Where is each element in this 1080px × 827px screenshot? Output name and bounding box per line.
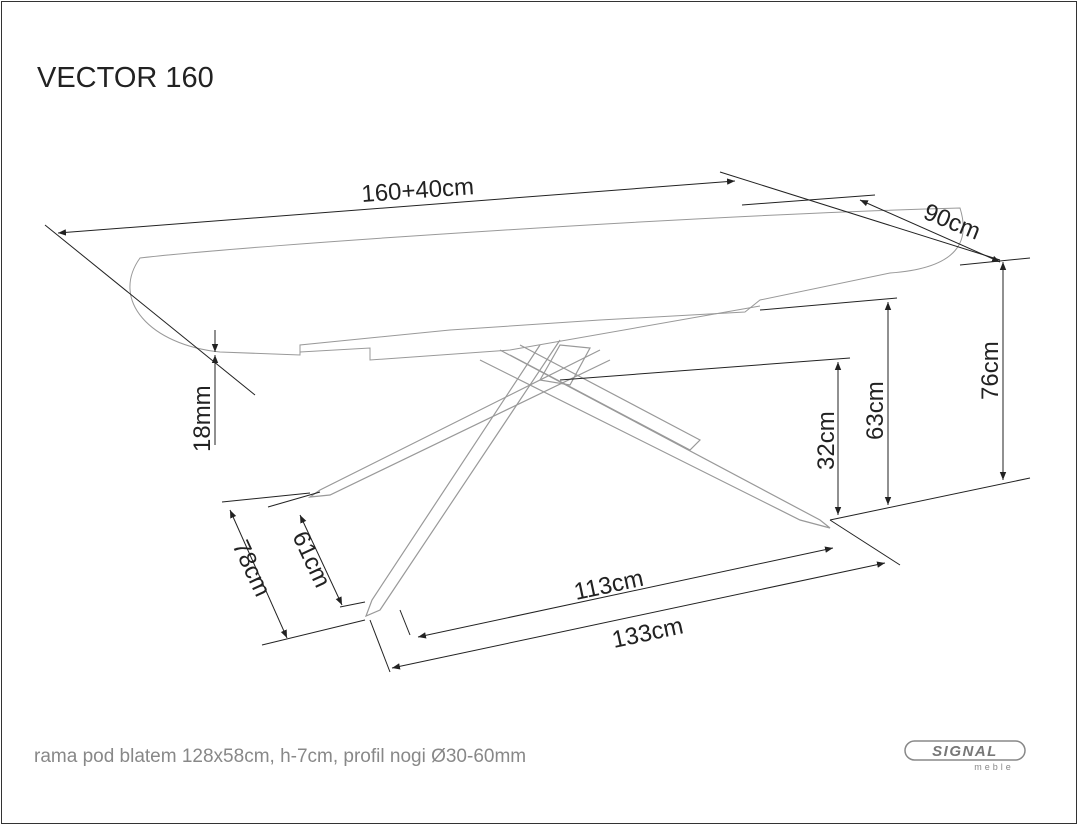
table-top <box>129 207 964 361</box>
dim-leg-depth-inner: 61cm <box>287 527 336 592</box>
dim-width: 90cm <box>920 199 985 246</box>
table-legs <box>307 339 831 618</box>
dim-leg-depth-outer: 78cm <box>227 536 276 601</box>
product-title: VECTOR 160 <box>37 62 214 94</box>
signal-logo: SIGNAL meble <box>904 740 1026 772</box>
svg-text:SIGNAL: SIGNAL <box>932 743 998 760</box>
dim-leg-span-outer: 133cm <box>610 612 686 653</box>
dim-top-thickness: 18mm <box>189 385 216 452</box>
dim-frame-height: 63cm <box>862 381 889 440</box>
dim-height: 76cm <box>977 341 1004 400</box>
footer-note: rama pod blatem 128x58cm, h-7cm, profil … <box>34 746 527 767</box>
dim-leg-span-inner: 113cm <box>572 565 646 606</box>
svg-text:meble: meble <box>974 762 1014 772</box>
dim-leg-height: 32cm <box>813 411 840 470</box>
